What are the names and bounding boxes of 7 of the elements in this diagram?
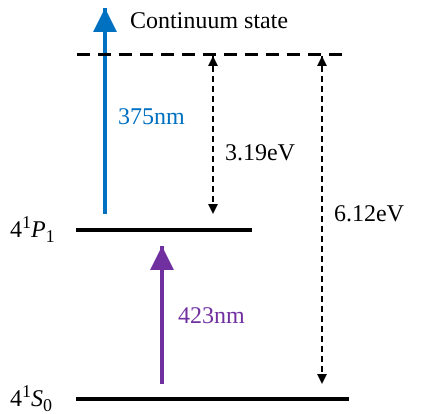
level-label: Continuum state [130, 8, 288, 34]
level-label: 4$^{1}$P$_{1}$ [10, 216, 56, 244]
level-label: 4$^{1}$S$_{0}$ [10, 385, 53, 413]
transition-arrow [150, 246, 174, 384]
dashed-double-arrow [317, 56, 327, 384]
dashed-double-arrow [208, 56, 218, 214]
transition-arrow [93, 8, 117, 214]
